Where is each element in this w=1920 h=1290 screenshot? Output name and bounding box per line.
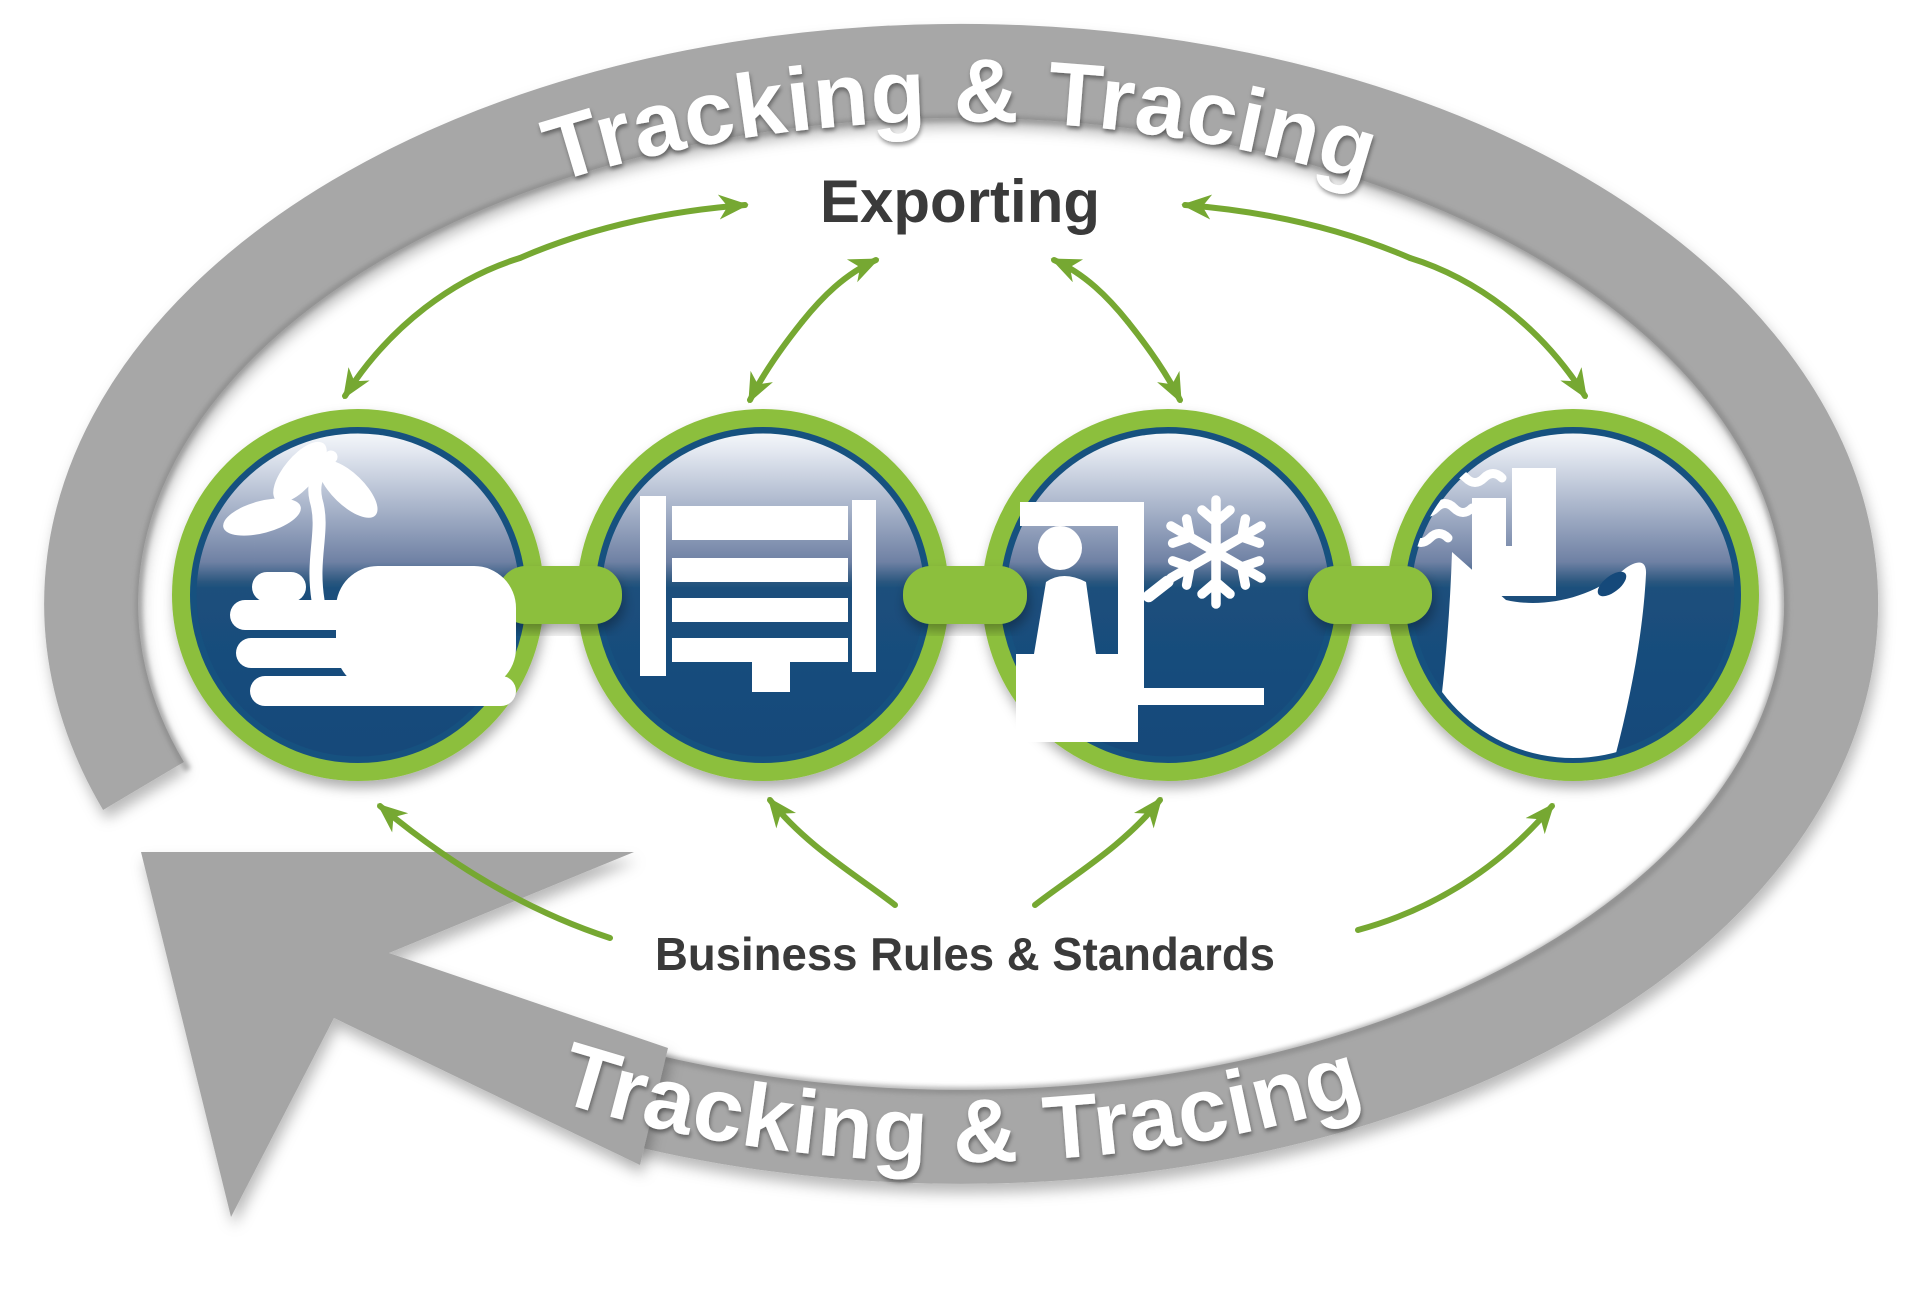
- forklift-icon: [1016, 502, 1264, 742]
- arrow-rules-to-coldstorage: [1032, 797, 1163, 908]
- chain-connectors: [498, 566, 1432, 624]
- cycle-band-ring: [44, 23, 1879, 1184]
- arrow-exporting-coldstorage-a: [1125, 319, 1183, 404]
- arrow-exporting-coldstorage-b: [1050, 257, 1131, 325]
- cycle-arrowhead-icon: [141, 852, 668, 1217]
- bottom-band-label: Tracking & Tracing: [550, 1024, 1373, 1182]
- arrow-exporting-growing-b: [517, 194, 749, 261]
- cycle-band-inner-shadow: [135, 115, 1789, 1094]
- gate-icon: [640, 496, 876, 692]
- arrow-rules-to-shipping: [1355, 803, 1555, 933]
- business-rules-label: Business Rules & Standards: [655, 928, 1275, 980]
- bottom-band-label-text: Tracking & Tracing: [550, 1024, 1372, 1182]
- connector-2-3: [903, 566, 1027, 624]
- connector-3-4: [1308, 566, 1432, 624]
- forklift-snowflake-icon: [1016, 500, 1268, 742]
- arrow-exporting-packing-a: [747, 319, 805, 404]
- bottom-arrows: [377, 797, 1555, 941]
- arrow-exporting-shipping-a: [1407, 255, 1588, 400]
- stage-circle-packing: [577, 409, 949, 781]
- exporting-label: Exporting: [820, 168, 1100, 235]
- cycle-band: [44, 23, 1879, 1217]
- hand-seedling-icon: [223, 441, 516, 706]
- snowflake-icon: [1164, 500, 1268, 604]
- arrow-rules-to-growing: [377, 803, 613, 941]
- arrow-exporting-growing-a: [342, 255, 523, 400]
- arrow-exporting-packing-b: [799, 257, 880, 325]
- connector-1-2: [498, 566, 622, 624]
- arrow-exporting-shipping-b: [1181, 194, 1413, 261]
- arrow-rules-to-packing: [767, 797, 898, 908]
- top-arrows: [342, 194, 1588, 404]
